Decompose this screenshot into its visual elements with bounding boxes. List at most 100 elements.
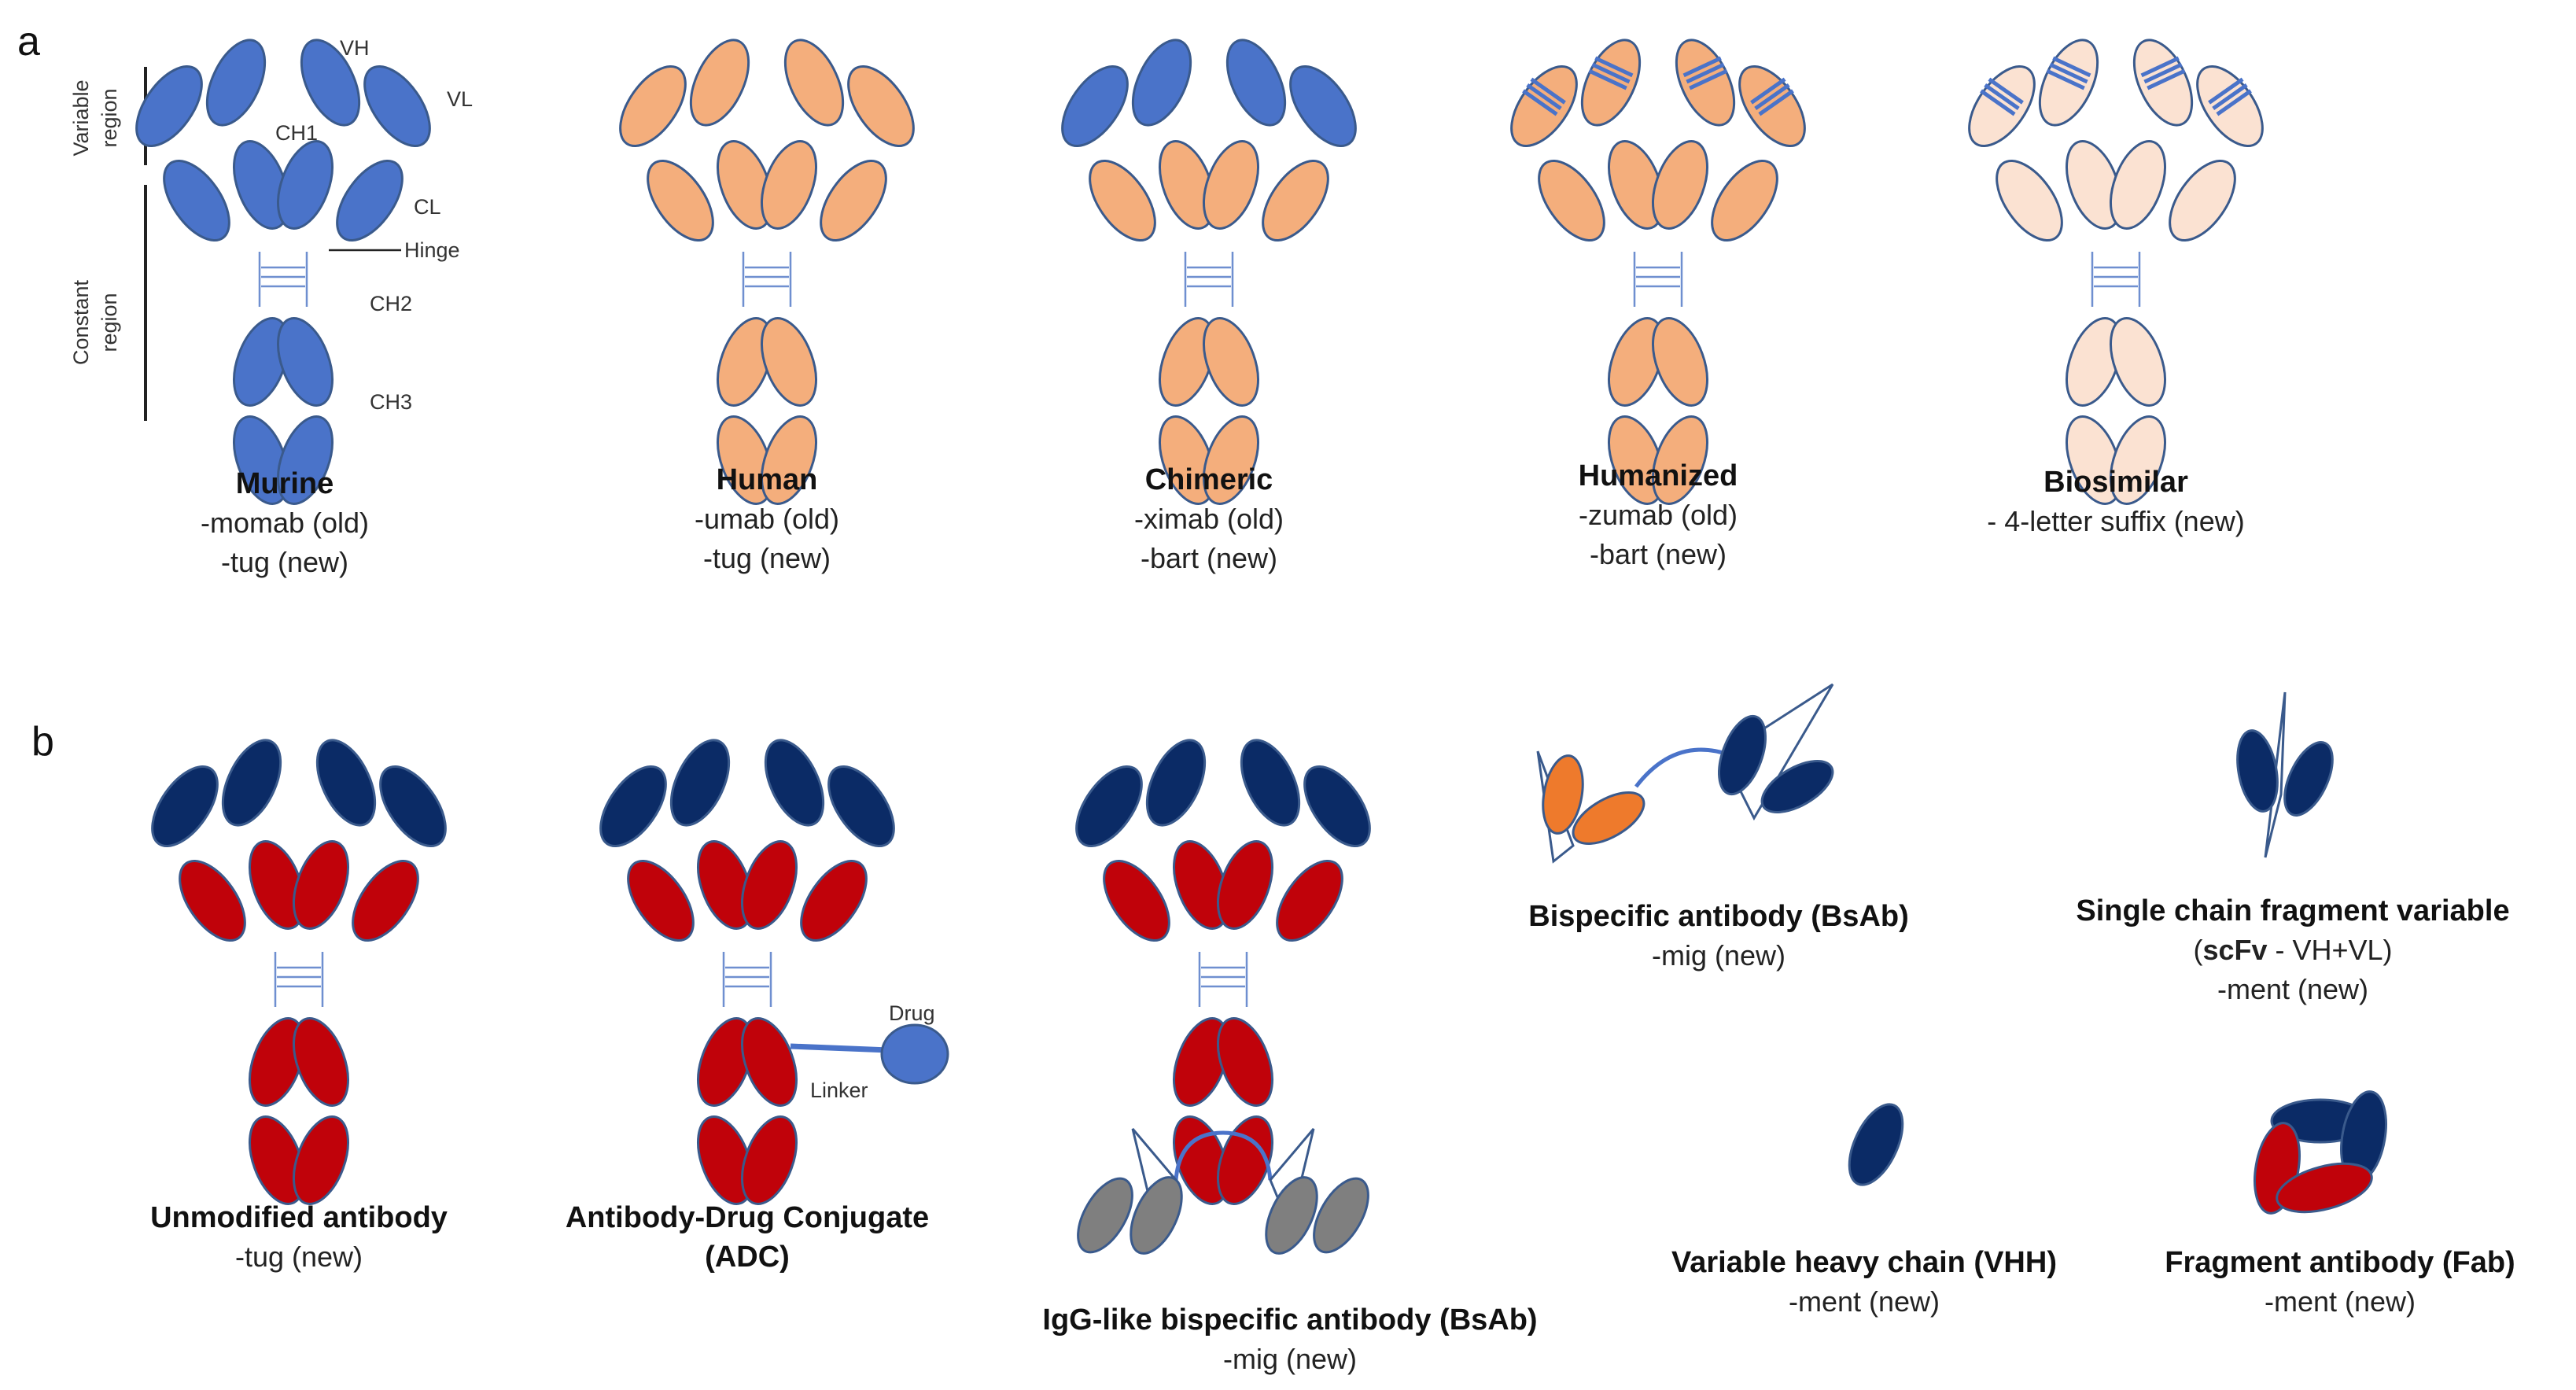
left-vl-cdr-stripes-2 (1980, 89, 2016, 116)
left-cl-domain (1089, 159, 1156, 242)
right-ch3-domain (277, 415, 334, 505)
right-cl-domain (800, 859, 868, 942)
igg-bsab-left-scfv-domain-2 (1130, 1176, 1183, 1255)
right-vh-domain (783, 39, 845, 127)
right-ch3-domain (741, 1115, 798, 1205)
caption-fab-line1: -ment (new) (2265, 1285, 2416, 1318)
caption-biosimilar-title: Biosimilar (2043, 466, 2188, 499)
left-vh-cdr-stripes (1588, 56, 1634, 90)
right-ch3-domain (761, 415, 817, 505)
left-vl-domain (151, 765, 219, 848)
hinge-chain-line (1184, 252, 1234, 307)
right-ch1-domain (741, 840, 798, 930)
hinge-chain-line (2091, 252, 2141, 307)
adc-drug-label: Drug (889, 1001, 935, 1025)
caption-murine-line1: -momab (old) (201, 507, 369, 539)
right-ch1-domain (1652, 140, 1708, 230)
igg-bsab-right-scfv-domain-1 (1265, 1176, 1318, 1255)
right-vl-domain (363, 65, 431, 148)
caption-scfv-rest: - VH+VL) (2268, 934, 2393, 966)
vhh-domain (1848, 1103, 1904, 1186)
ch1-label: CH1 (275, 121, 318, 145)
caption-chimeric-line2: -bart (new) (1141, 542, 1277, 574)
antibody-humanized (1510, 39, 1806, 505)
right-vl-domain (379, 765, 447, 848)
bsab-left-domain-1 (1542, 754, 1584, 835)
right-vh-cdr-stripes (1682, 56, 1728, 90)
caption-vhh-title: Variable heavy chain (VHH) (1671, 1246, 2057, 1279)
caption-adc: Antibody-Drug Conjugate (ADC) (566, 1201, 929, 1274)
right-ch2-domain (1652, 317, 1708, 407)
antibody-adc (599, 739, 895, 1205)
right-ch2-domain (1203, 317, 1259, 407)
adc-linker-line (790, 1043, 890, 1053)
caption-unmodified-title: Unmodified antibody (150, 1201, 448, 1234)
hinge-chain-line (722, 952, 772, 1007)
right-ch2-domain (293, 1017, 349, 1107)
right-vl-cdr-stripes-0 (1750, 77, 1786, 105)
caption-fab-title: Fragment antibody (Fab) (2165, 1246, 2515, 1279)
left-vh-domain (221, 739, 282, 827)
caption-fab: Fragment antibody (Fab) -ment (new) (2165, 1246, 2515, 1318)
right-vh-cdr-stripes-0 (1682, 56, 1722, 78)
right-vl-cdr-stripes-0 (2208, 77, 2244, 105)
ch2-label: CH2 (370, 292, 412, 315)
antibody-murine (135, 39, 431, 505)
right-vh-cdr-stripes-1 (1686, 62, 1725, 84)
right-ch2-domain (741, 1017, 798, 1107)
caption-bsab-line1: -mig (new) (1652, 939, 1786, 972)
caption-scfv-bold: scFv (2202, 934, 2267, 966)
right-vh-cdr-stripes-1 (2143, 62, 2183, 84)
domain-labels: VH VL CH1 CL Hinge CH2 CH3 (275, 36, 473, 414)
caption-adc-line1: (ADC) (705, 1241, 790, 1274)
antibody-igg-like-bsab (1075, 739, 1371, 1255)
bsab-right-domain-1 (1718, 714, 1767, 796)
right-cl-domain (352, 859, 419, 942)
caption-chimeric: Chimeric -ximab (old) -bart (new) (1134, 463, 1284, 574)
left-vh-cdr-stripes-1 (2049, 62, 2088, 84)
right-ch2-domain (277, 317, 334, 407)
left-vh-domain (689, 39, 750, 127)
left-vh-cdr-stripes-2 (2046, 68, 2085, 90)
caption-murine: Murine -momab (old) -tug (new) (201, 467, 369, 578)
antibody-chimeric (1061, 39, 1357, 505)
cl-label: CL (414, 195, 441, 219)
left-vl-cdr-stripes-1 (1526, 83, 1562, 110)
caption-human-line2: -tug (new) (703, 542, 831, 574)
igg-bsab-left-linker (1174, 1130, 1224, 1181)
hinge-chain-line (258, 252, 308, 307)
antibody-biosimilar (1968, 39, 2264, 505)
right-ch1-domain (277, 140, 334, 230)
left-vl-domain (619, 65, 687, 148)
left-cl-domain (163, 159, 230, 242)
left-cl-domain (1538, 159, 1605, 242)
caption-igg-bsab-line1: -mig (new) (1223, 1343, 1357, 1375)
caption-chimeric-title: Chimeric (1145, 463, 1273, 496)
right-vh-cdr-stripes-0 (2140, 56, 2180, 78)
left-vh-cdr-stripes-2 (1588, 68, 1627, 90)
ch3-label: CH3 (370, 390, 412, 414)
hinge-chain-line (742, 252, 792, 307)
left-cl-domain (1996, 159, 2063, 242)
caption-biosimilar-line1: - 4-letter suffix (new) (1987, 505, 2244, 537)
igg-bsab-left-scfv-domain-1 (1077, 1177, 1133, 1254)
right-cl-domain (820, 159, 887, 242)
right-vh-cdr-stripes (2140, 56, 2186, 90)
caption-biosimilar: Biosimilar - 4-letter suffix (new) (1987, 466, 2244, 537)
left-vl-domain (1061, 65, 1129, 148)
caption-scfv-line2: -ment (new) (2217, 973, 2368, 1005)
caption-scfv-title: Single chain fragment variable (2076, 894, 2509, 927)
left-cl-domain (647, 159, 714, 242)
right-vl-domain (1303, 765, 1371, 848)
right-ch1-domain (1203, 140, 1259, 230)
adc-linker-label: Linker (810, 1078, 868, 1102)
right-ch2-domain (2110, 317, 2166, 407)
right-vh-domain (315, 739, 377, 827)
right-vl-cdr-stripes (1750, 77, 1794, 116)
bsab-left-domain-2 (1572, 791, 1645, 846)
constant-region-label-1: Constant (69, 279, 93, 365)
caption-humanized-title: Humanized (1579, 459, 1738, 492)
right-cl-domain (1276, 859, 1343, 942)
left-vh-cdr-stripes-1 (1591, 62, 1631, 84)
